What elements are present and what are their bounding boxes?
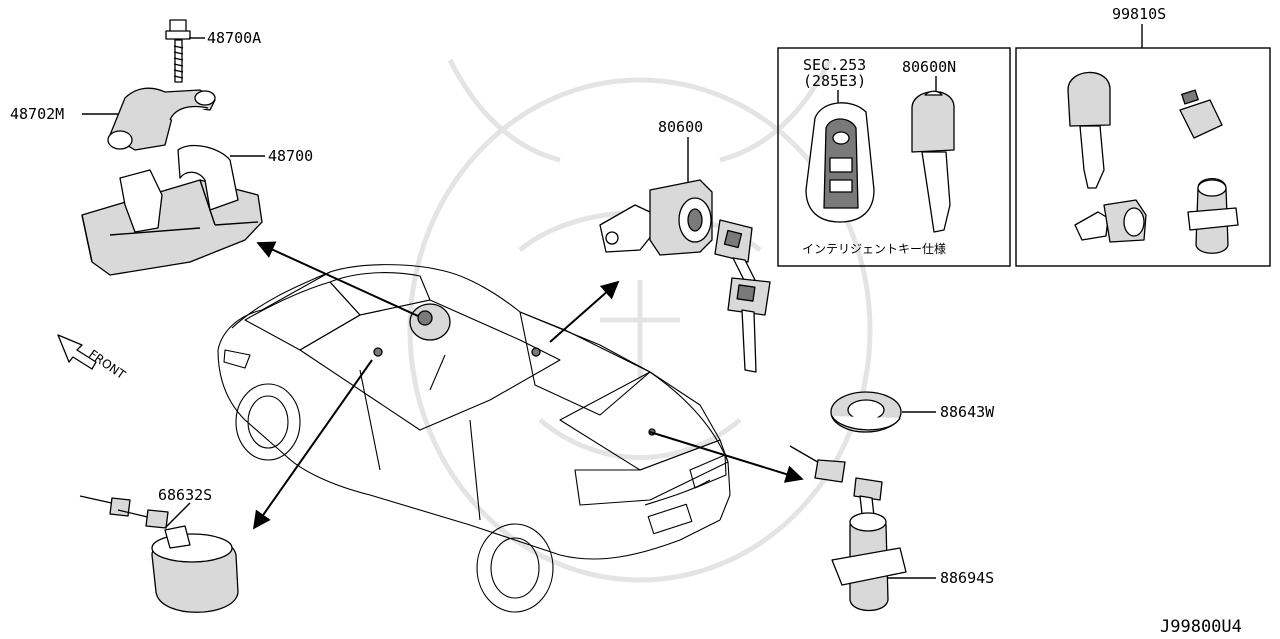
escutcheon-ring-88643w (830, 391, 902, 433)
door-lock-cylinder-80600 (599, 179, 713, 256)
steering-lock-48700 (81, 144, 263, 276)
leader-68632s (164, 502, 191, 529)
inset-key-part-label: 80600N (902, 58, 956, 76)
inset-sec-line2: (285E3) (803, 72, 866, 90)
part-label-99810s: 99810S (1112, 5, 1166, 23)
key-80600n (911, 90, 955, 233)
kit-ignition-barrel (1179, 89, 1223, 139)
front-direction-indicator (57, 334, 97, 370)
part-label-68632s: 68632S (158, 486, 212, 504)
clamp-48702m (107, 87, 216, 151)
callout-arrows (252, 241, 804, 530)
part-label-88643w: 88643W (940, 403, 995, 421)
kit-trunk-cylinder (1187, 177, 1239, 254)
trunk-key-upper (789, 445, 846, 483)
trunk-lock-cylinder-88694s (831, 512, 907, 612)
part-label-48702m: 48702M (10, 105, 64, 123)
bolt-48700a (165, 19, 191, 83)
inset-caption: インテリジェントキー仕様 (802, 242, 946, 256)
smart-key-fob (805, 102, 875, 223)
ignition-switch-68632s (79, 495, 239, 613)
part-label-88694s: 88694S (940, 569, 994, 587)
watermark-logo (407, 58, 873, 583)
part-label-48700a: 48700A (207, 29, 261, 47)
intelligent-key-inset (777, 47, 1011, 267)
inset-sec-line1: SEC.253 (803, 56, 866, 74)
drawing-id: J99800U4 (1160, 617, 1242, 637)
key-80600-lower (727, 277, 771, 373)
car-illustration (217, 264, 731, 613)
kit-key (1067, 71, 1111, 189)
part-label-80600: 80600 (658, 118, 703, 136)
key-set-kit-box (1015, 47, 1271, 267)
trunk-key-lower (853, 477, 883, 517)
part-label-48700: 48700 (268, 147, 313, 165)
kit-door-cylinder (1074, 199, 1147, 243)
